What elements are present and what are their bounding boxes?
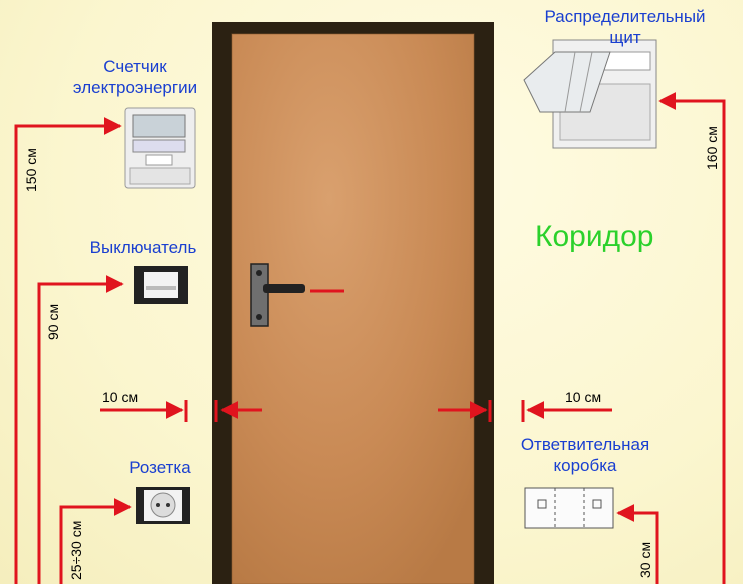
junction-label-line1: Ответвительная xyxy=(520,435,650,454)
left-clearance xyxy=(100,400,262,422)
meter-icon xyxy=(124,107,196,189)
junction-box-icon xyxy=(524,487,614,529)
panel-icon xyxy=(523,39,657,149)
right-clearance xyxy=(438,400,612,422)
meter-label-line1: Счетчик xyxy=(103,57,167,76)
socket-icon xyxy=(136,487,190,524)
wiring-lines xyxy=(14,92,726,584)
meter-label-line2: электроэнергии xyxy=(72,78,198,97)
switch-height-label: 90 см xyxy=(45,303,61,340)
panel-label-line2: щит xyxy=(609,28,641,47)
switch-label: Выключатель xyxy=(89,238,197,257)
junction-label-line2: коробка xyxy=(553,456,617,475)
junction-label: Ответвительная коробка xyxy=(490,434,680,476)
panel-height-label: 160 см xyxy=(704,126,720,170)
socket-label: Розетка xyxy=(129,458,191,477)
door-leaf xyxy=(232,34,474,584)
junction-height-label: 30 см xyxy=(637,541,653,578)
meter-height-label: 150 см xyxy=(23,148,39,192)
room-label: Коридор xyxy=(535,220,654,253)
switch-icon xyxy=(134,266,188,304)
left-gap-label: 10 см xyxy=(102,389,139,405)
meter-label: Счетчик электроэнергии xyxy=(55,56,215,98)
door-handle xyxy=(250,263,305,327)
panel-label: Распределительный щит xyxy=(525,6,725,48)
right-gap-label: 10 см xyxy=(565,389,602,405)
socket-height-label: 25÷30 см xyxy=(68,520,84,580)
panel-label-line1: Распределительный xyxy=(544,7,706,26)
